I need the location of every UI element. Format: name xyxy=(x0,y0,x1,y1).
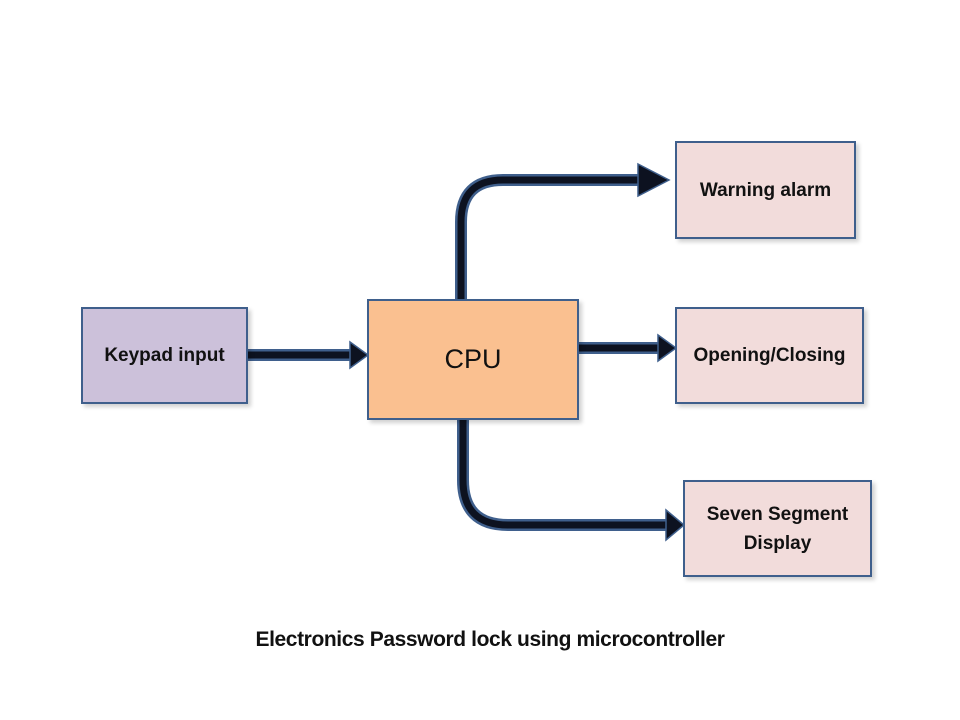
diagram-title: Electronics Password lock using microcon… xyxy=(255,628,725,651)
seven-segment-display-label: Seven Segment Display xyxy=(706,503,849,554)
keypad-input-label: Keypad input xyxy=(104,345,225,366)
arrow-cpu-to-opening xyxy=(579,333,678,363)
arrow-keypad-to-cpu xyxy=(248,340,370,370)
seven-segment-display-node: Seven Segment Display xyxy=(683,480,872,577)
arrow-cpu-to-warning xyxy=(455,162,671,299)
opening-closing-node: Opening/Closing xyxy=(675,307,864,404)
keypad-input-node: Keypad input xyxy=(81,307,248,404)
cpu-label: CPU xyxy=(444,344,502,374)
cpu-node: CPU xyxy=(367,299,579,420)
opening-closing-label: Opening/Closing xyxy=(693,345,846,366)
arrow-cpu-to-seven-segment xyxy=(457,420,686,542)
warning-alarm-node: Warning alarm xyxy=(675,141,856,239)
warning-alarm-label: Warning alarm xyxy=(699,179,832,201)
